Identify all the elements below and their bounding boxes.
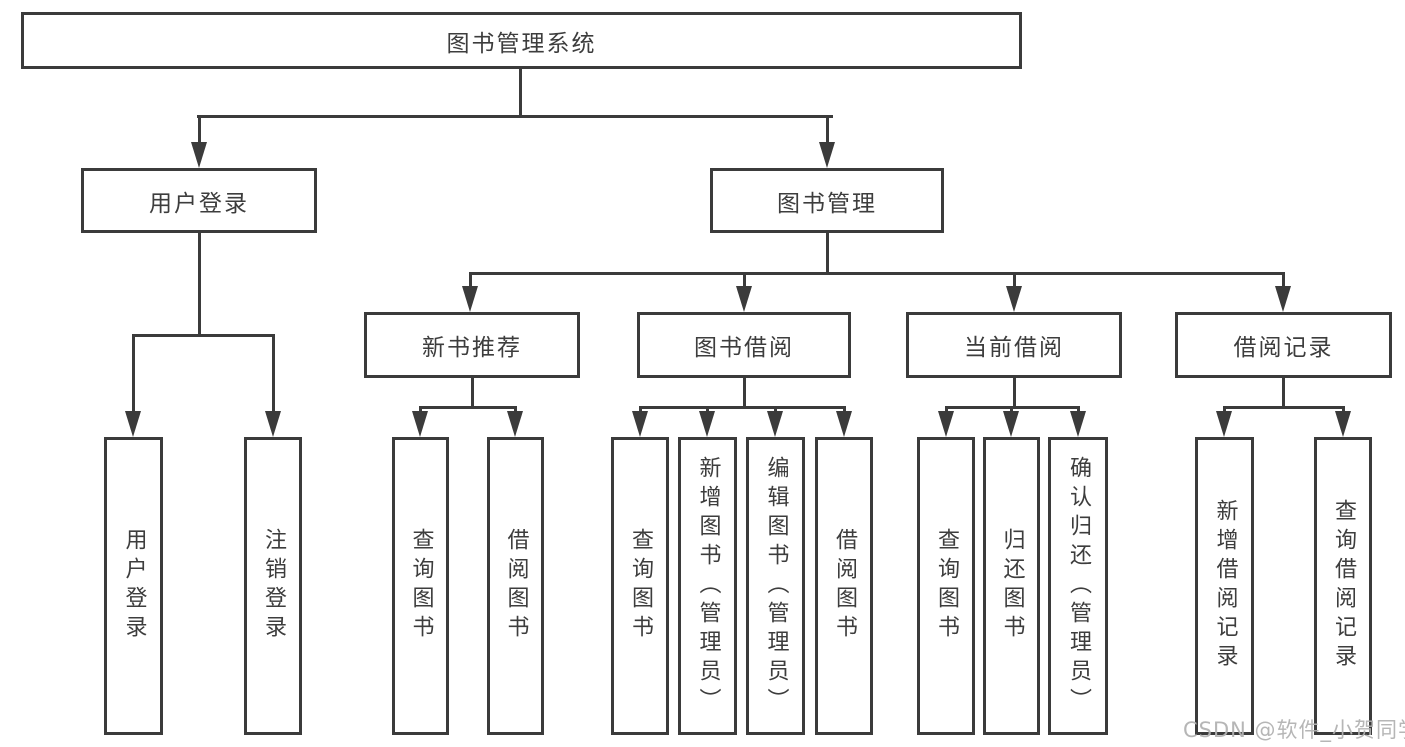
connector-line <box>1282 272 1285 294</box>
connector-line <box>1223 406 1345 409</box>
leaf-borrow-query-books: 查询图书 <box>611 437 669 735</box>
connector-line <box>471 378 474 409</box>
connector-line <box>1282 378 1285 409</box>
connector-line <box>639 406 846 409</box>
leaf-borrow-query-books-label: 查询图书 <box>628 528 653 644</box>
leaf-borrow-add-books-admin-label: 新增图书（管理员） <box>695 455 721 717</box>
leaf-user-login-label: 用户登录 <box>121 528 147 644</box>
arrow-down-icon <box>462 286 478 312</box>
leaf-recommend-query-books-label: 查询图书 <box>408 528 434 644</box>
leaf-current-confirm-return-admin: 确认归还（管理员） <box>1048 437 1108 735</box>
arrow-down-icon <box>938 411 954 437</box>
connector-line <box>198 115 201 147</box>
arrow-down-icon <box>191 142 207 168</box>
node-borrow-records-label: 借阅记录 <box>1233 335 1334 361</box>
node-book-management-label: 图书管理 <box>777 190 877 217</box>
leaf-logout: 注销登录 <box>244 437 302 735</box>
arrow-down-icon <box>819 142 835 168</box>
arrow-down-icon <box>412 411 428 437</box>
connector-line <box>826 233 829 275</box>
node-user-login: 用户登录 <box>81 168 317 233</box>
arrow-down-icon <box>1070 411 1086 437</box>
node-book-borrow: 图书借阅 <box>637 312 851 378</box>
connector-line <box>132 334 275 337</box>
leaf-records-query-record-label: 查询借阅记录 <box>1331 499 1356 673</box>
arrow-down-icon <box>836 411 852 437</box>
connector-line <box>197 115 833 118</box>
arrow-down-icon <box>1006 286 1022 312</box>
leaf-borrow-borrow-books: 借阅图书 <box>815 437 873 735</box>
arrow-down-icon <box>632 411 648 437</box>
arrow-down-icon <box>265 411 281 437</box>
connector-line <box>1013 272 1016 294</box>
connector-line <box>469 272 472 294</box>
leaf-borrow-borrow-books-label: 借阅图书 <box>832 528 857 644</box>
node-current-borrow: 当前借阅 <box>906 312 1122 378</box>
leaf-current-query-books: 查询图书 <box>917 437 975 735</box>
connector-line <box>198 233 201 337</box>
node-new-book-recommend: 新书推荐 <box>364 312 580 378</box>
arrow-down-icon <box>507 411 523 437</box>
node-book-management: 图书管理 <box>710 168 944 233</box>
leaf-borrow-add-books-admin: 新增图书（管理员） <box>678 437 737 735</box>
leaf-user-login: 用户登录 <box>104 437 163 735</box>
arrow-down-icon <box>1335 411 1351 437</box>
connector-line <box>519 69 522 118</box>
leaf-current-confirm-return-admin-label: 确认归还（管理员） <box>1066 455 1091 717</box>
node-new-book-recommend-label: 新书推荐 <box>422 335 522 361</box>
connector-line <box>1013 378 1016 409</box>
leaf-logout-label: 注销登录 <box>261 528 286 644</box>
arrow-down-icon <box>767 411 783 437</box>
connector-line <box>419 406 517 409</box>
connector-line <box>743 378 746 409</box>
node-borrow-records: 借阅记录 <box>1175 312 1392 378</box>
leaf-borrow-edit-books-admin-label: 编辑图书（管理员） <box>763 455 789 717</box>
node-root: 图书管理系统 <box>21 12 1022 69</box>
node-book-borrow-label: 图书借阅 <box>694 335 794 361</box>
connector-line <box>469 272 1285 275</box>
csdn-watermark: CSDN @软件_小贺同学 <box>1183 718 1405 742</box>
connector-line <box>743 272 746 294</box>
arrow-down-icon <box>736 286 752 312</box>
arrow-down-icon <box>125 411 141 437</box>
leaf-records-query-record: 查询借阅记录 <box>1314 437 1372 735</box>
connector-line <box>272 334 275 416</box>
connector-line <box>826 115 829 147</box>
leaf-records-add-record-label: 新增借阅记录 <box>1212 499 1238 673</box>
leaf-current-query-books-label: 查询图书 <box>934 528 959 644</box>
connector-line <box>132 334 135 416</box>
arrow-down-icon <box>1275 286 1291 312</box>
leaf-recommend-borrow-books: 借阅图书 <box>487 437 544 735</box>
arrow-down-icon <box>1216 411 1232 437</box>
leaf-recommend-query-books: 查询图书 <box>392 437 449 735</box>
node-current-borrow-label: 当前借阅 <box>964 335 1064 361</box>
leaf-records-add-record: 新增借阅记录 <box>1195 437 1254 735</box>
node-root-label: 图书管理系统 <box>446 30 597 57</box>
arrow-down-icon <box>699 411 715 437</box>
leaf-borrow-edit-books-admin: 编辑图书（管理员） <box>746 437 805 735</box>
leaf-current-return-books: 归还图书 <box>983 437 1040 735</box>
leaf-recommend-borrow-books-label: 借阅图书 <box>503 528 529 644</box>
leaf-current-return-books-label: 归还图书 <box>999 528 1025 644</box>
node-user-login-label: 用户登录 <box>149 190 249 217</box>
arrow-down-icon <box>1003 411 1019 437</box>
